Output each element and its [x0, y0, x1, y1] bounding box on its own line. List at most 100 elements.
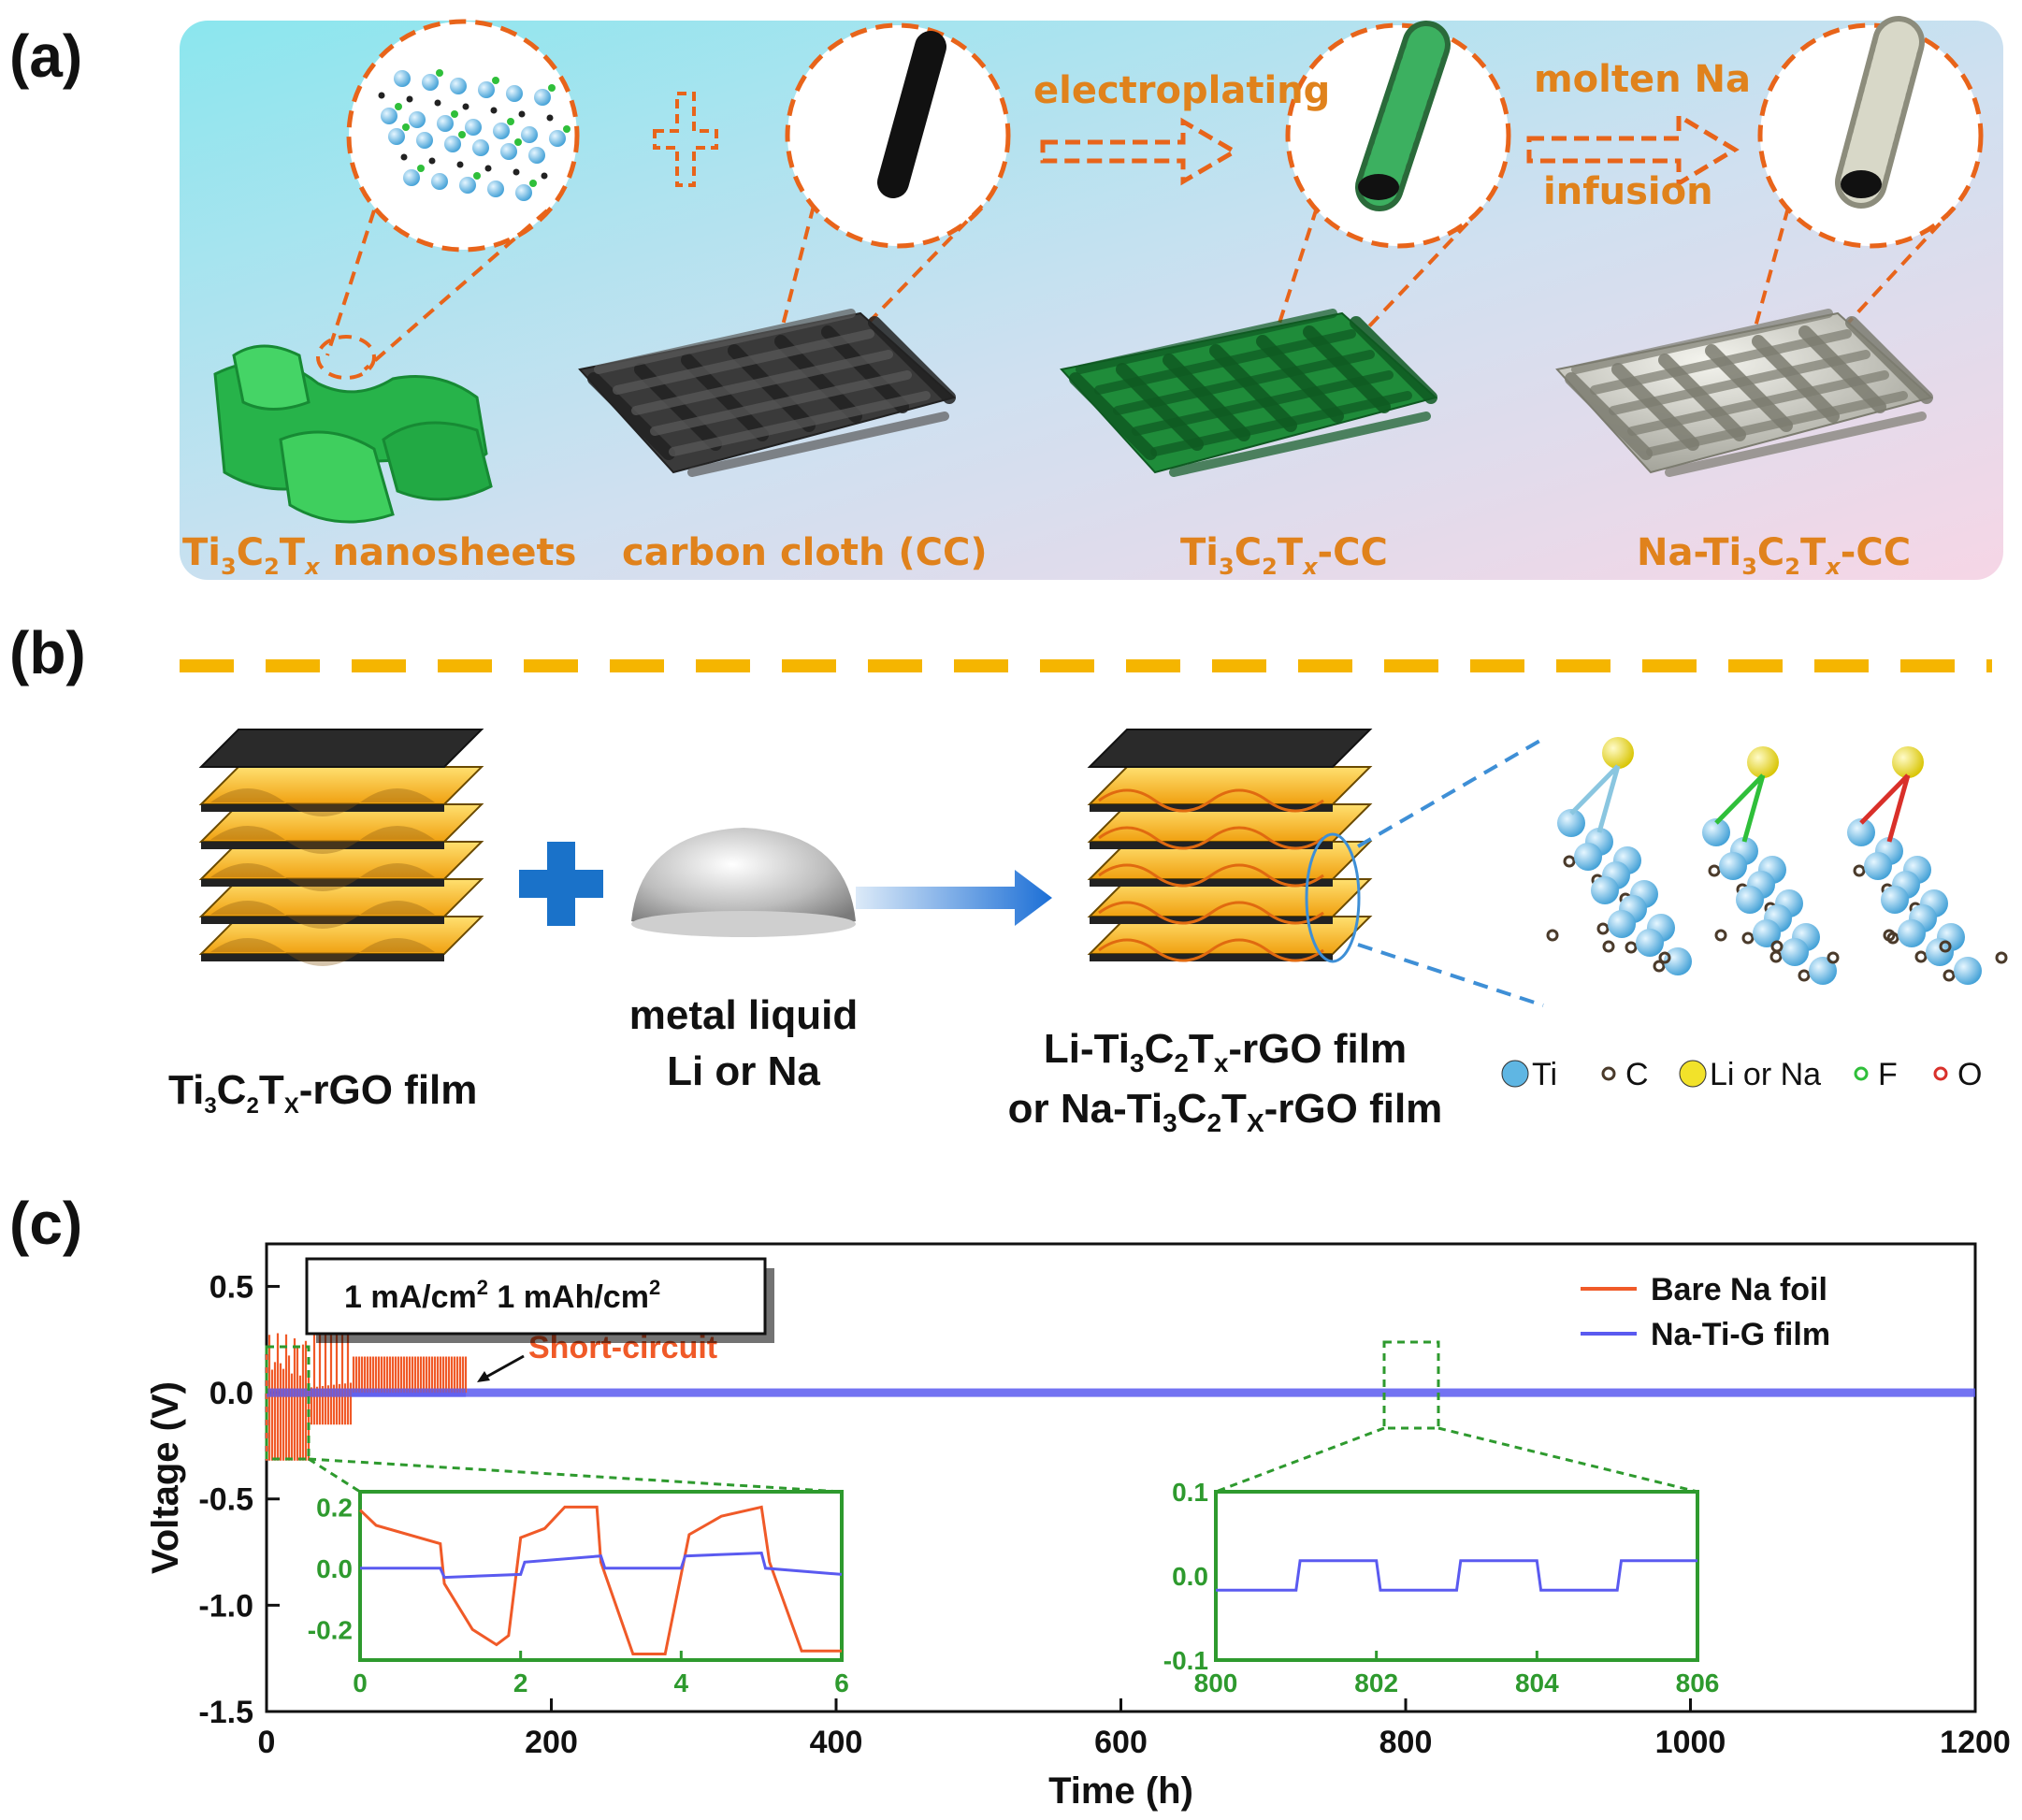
- ti-atom: [1898, 919, 1926, 947]
- ti-atom: [465, 119, 482, 136]
- f-atom: [451, 110, 458, 118]
- ti-atom: [1926, 938, 1954, 966]
- layer-edge: [201, 804, 444, 812]
- carbon-atom: [1770, 940, 1784, 953]
- legend-swatch-c: [1601, 1066, 1616, 1081]
- inset-x-tick: 4: [674, 1668, 689, 1697]
- ti-atom: [422, 74, 439, 91]
- y-tick-label: -1.0: [198, 1588, 253, 1624]
- carbon-atom: [1769, 950, 1783, 963]
- bond: [1859, 773, 1910, 825]
- label-na-cloth: Na-Ti3C2Tx-CC: [1637, 531, 1911, 580]
- panel-a-label: (a): [9, 22, 82, 90]
- label-coated-cloth: Ti3C2Tx-CC: [1180, 531, 1388, 580]
- carbon-atom: [1995, 951, 2008, 964]
- x-tick-label: 0: [258, 1725, 276, 1760]
- ti-atom: [1702, 818, 1730, 846]
- carbon-atom: [1602, 940, 1615, 953]
- zoom-circle-nanosheets: [346, 19, 580, 253]
- cloth-warp: [1565, 372, 1653, 460]
- carbon-atom: [1741, 932, 1755, 945]
- ti-atom: [1753, 919, 1781, 947]
- inset-series-na-ti-g-film: [360, 1551, 843, 1580]
- carbon-atom: [428, 157, 436, 165]
- y-axis-title: Voltage (V): [145, 1381, 186, 1574]
- carbon-atom: [1653, 960, 1666, 973]
- inset-x-tick: 6: [834, 1668, 849, 1697]
- cloth-warp: [587, 372, 675, 460]
- ti-atom: [1781, 938, 1809, 966]
- bond: [1569, 764, 1620, 816]
- top-cap: [1087, 729, 1373, 768]
- alkali-atom: [1602, 737, 1634, 769]
- ti-atom: [478, 81, 495, 98]
- arrow-infusion-icon: [1526, 111, 1740, 188]
- cloth-warp: [1350, 316, 1437, 404]
- inset-x-tick: 800: [1194, 1668, 1238, 1697]
- ti-atom: [506, 85, 523, 102]
- cloth-warp: [868, 316, 956, 404]
- f-atom: [514, 138, 522, 146]
- panel-b-label: (b): [9, 619, 86, 686]
- inset-x-tick: 802: [1354, 1668, 1398, 1697]
- legend-swatch-ti: [1501, 1060, 1529, 1088]
- inset-frame: [358, 1490, 844, 1662]
- ti-atom: [431, 173, 448, 190]
- ti-atom: [1574, 843, 1602, 871]
- arrow-electroplating-icon: [1040, 117, 1239, 186]
- carbon-atom: [1853, 864, 1866, 877]
- inset-y-tick: 0.0: [1172, 1562, 1208, 1591]
- alkali-atom: [1747, 746, 1779, 778]
- ti-atom: [1636, 929, 1664, 957]
- zoom-circle-coated-fiber: [1285, 21, 1511, 249]
- condition-box: [305, 1257, 767, 1336]
- metal-droplet: [631, 828, 856, 937]
- f-atom: [563, 125, 570, 133]
- arrow-electroplating-label: electroplating: [1033, 69, 1330, 112]
- layer-edge: [201, 842, 444, 849]
- cloth-weft: [594, 309, 856, 374]
- legend-label: Ti: [1532, 1057, 1557, 1092]
- inset-connector: [308, 1457, 361, 1494]
- cloth-weft: [1169, 412, 1431, 477]
- carbon-atom: [1714, 929, 1727, 942]
- inset-x-tick: 804: [1515, 1668, 1559, 1697]
- f-atom: [417, 165, 425, 172]
- ti-atom: [472, 139, 489, 156]
- blue-arrow-icon: [856, 870, 1052, 926]
- label-metal-line2: Li or Na: [667, 1048, 820, 1094]
- ti-atom: [416, 132, 433, 149]
- ti-atom: [388, 128, 405, 145]
- wave-shade: [210, 826, 435, 854]
- zoom-lens: [1305, 737, 1545, 1007]
- ti-atom: [521, 126, 538, 143]
- carbon-atom: [1914, 950, 1928, 963]
- wave-line: [1098, 826, 1324, 850]
- legend-label: Li or Na: [1710, 1057, 1821, 1092]
- wave-shade: [210, 901, 435, 929]
- bond: [1596, 765, 1621, 833]
- carbon-cloth-illustration: [578, 309, 957, 477]
- ti-atom: [487, 181, 504, 197]
- f-atom: [548, 84, 556, 92]
- carbon-atom: [513, 168, 520, 176]
- legend-label: O: [1957, 1057, 1982, 1092]
- layer-edge: [1090, 879, 1333, 887]
- alkali-atom: [1892, 746, 1924, 778]
- cloth-weft: [1571, 309, 1833, 374]
- ti-atom: [1736, 886, 1764, 914]
- inset-source-box-2: [1382, 1340, 1440, 1430]
- carbon-atom: [1827, 951, 1840, 964]
- cloth-weft: [650, 370, 912, 436]
- series-bare-na: [265, 1333, 468, 1461]
- legend-swatch-f: [1854, 1066, 1869, 1081]
- panel-a: (a): [9, 16, 2003, 580]
- cloth-weft: [1076, 309, 1337, 374]
- x-tick-label: 200: [525, 1725, 578, 1760]
- carbon-atom: [1658, 951, 1671, 964]
